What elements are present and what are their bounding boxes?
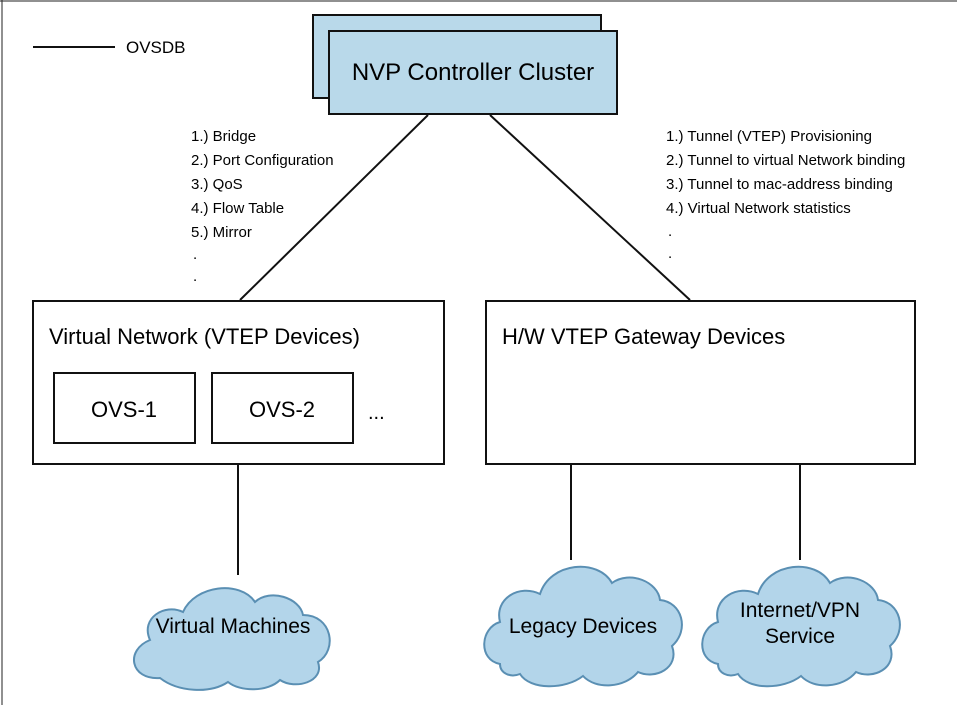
virtual-network-title: Virtual Network (VTEP Devices): [49, 324, 360, 349]
left-annotation-ellipsis: .: [193, 246, 197, 263]
cloud-icon: [701, 565, 901, 688]
cloud-label: Virtual Machines: [156, 615, 311, 638]
legend-label: OVSDB: [126, 38, 186, 57]
ovs-2-label: OVS-2: [249, 397, 315, 422]
cloud-label-line-2: Service: [765, 625, 835, 648]
controller-label: NVP Controller Cluster: [352, 59, 594, 86]
connector-controller-gateway: [489, 114, 691, 301]
right-annotation-list: 1.) Tunnel (VTEP) Provisioning 2.) Tunne…: [666, 128, 905, 262]
ovs-1-box: [53, 372, 196, 444]
gateway-title: H/W VTEP Gateway Devices: [502, 324, 785, 349]
cloud-internet-vpn: Internet/VPN Service: [701, 565, 901, 688]
right-annotation-ellipsis: .: [668, 245, 672, 262]
right-annotation-ellipsis: .: [668, 223, 672, 240]
connector-controller-virtual-network: [239, 114, 429, 301]
cloud-icon: [483, 565, 683, 688]
controller-box: [328, 30, 618, 115]
cloud-label: Legacy Devices: [509, 615, 657, 638]
right-annotation-item: 1.) Tunnel (VTEP) Provisioning: [666, 128, 872, 145]
left-annotation-item: 2.) Port Configuration: [191, 152, 334, 169]
ovs-more-ellipsis: ...: [368, 402, 385, 424]
right-annotation-item: 3.) Tunnel to mac-address binding: [666, 176, 893, 193]
left-annotation-item: 5.) Mirror: [191, 224, 252, 241]
cloud-icon: [133, 587, 331, 691]
left-annotation-item: 4.) Flow Table: [191, 200, 284, 217]
left-annotation-item: 3.) QoS: [191, 176, 243, 193]
ovs-2-box: [211, 372, 354, 444]
right-annotation-item: 4.) Virtual Network statistics: [666, 200, 851, 217]
cloud-legacy-devices: Legacy Devices: [483, 565, 683, 688]
ovs-1-label: OVS-1: [91, 397, 157, 422]
left-annotation-ellipsis: .: [193, 268, 197, 285]
cloud-virtual-machines: Virtual Machines: [133, 587, 331, 691]
left-annotation-list: 1.) Bridge 2.) Port Configuration 3.) Qo…: [191, 128, 334, 285]
right-annotation-item: 2.) Tunnel to virtual Network binding: [666, 152, 905, 169]
gateway-box: [485, 300, 916, 465]
left-annotation-item: 1.) Bridge: [191, 128, 256, 145]
cloud-label-line-1: Internet/VPN: [740, 599, 860, 622]
